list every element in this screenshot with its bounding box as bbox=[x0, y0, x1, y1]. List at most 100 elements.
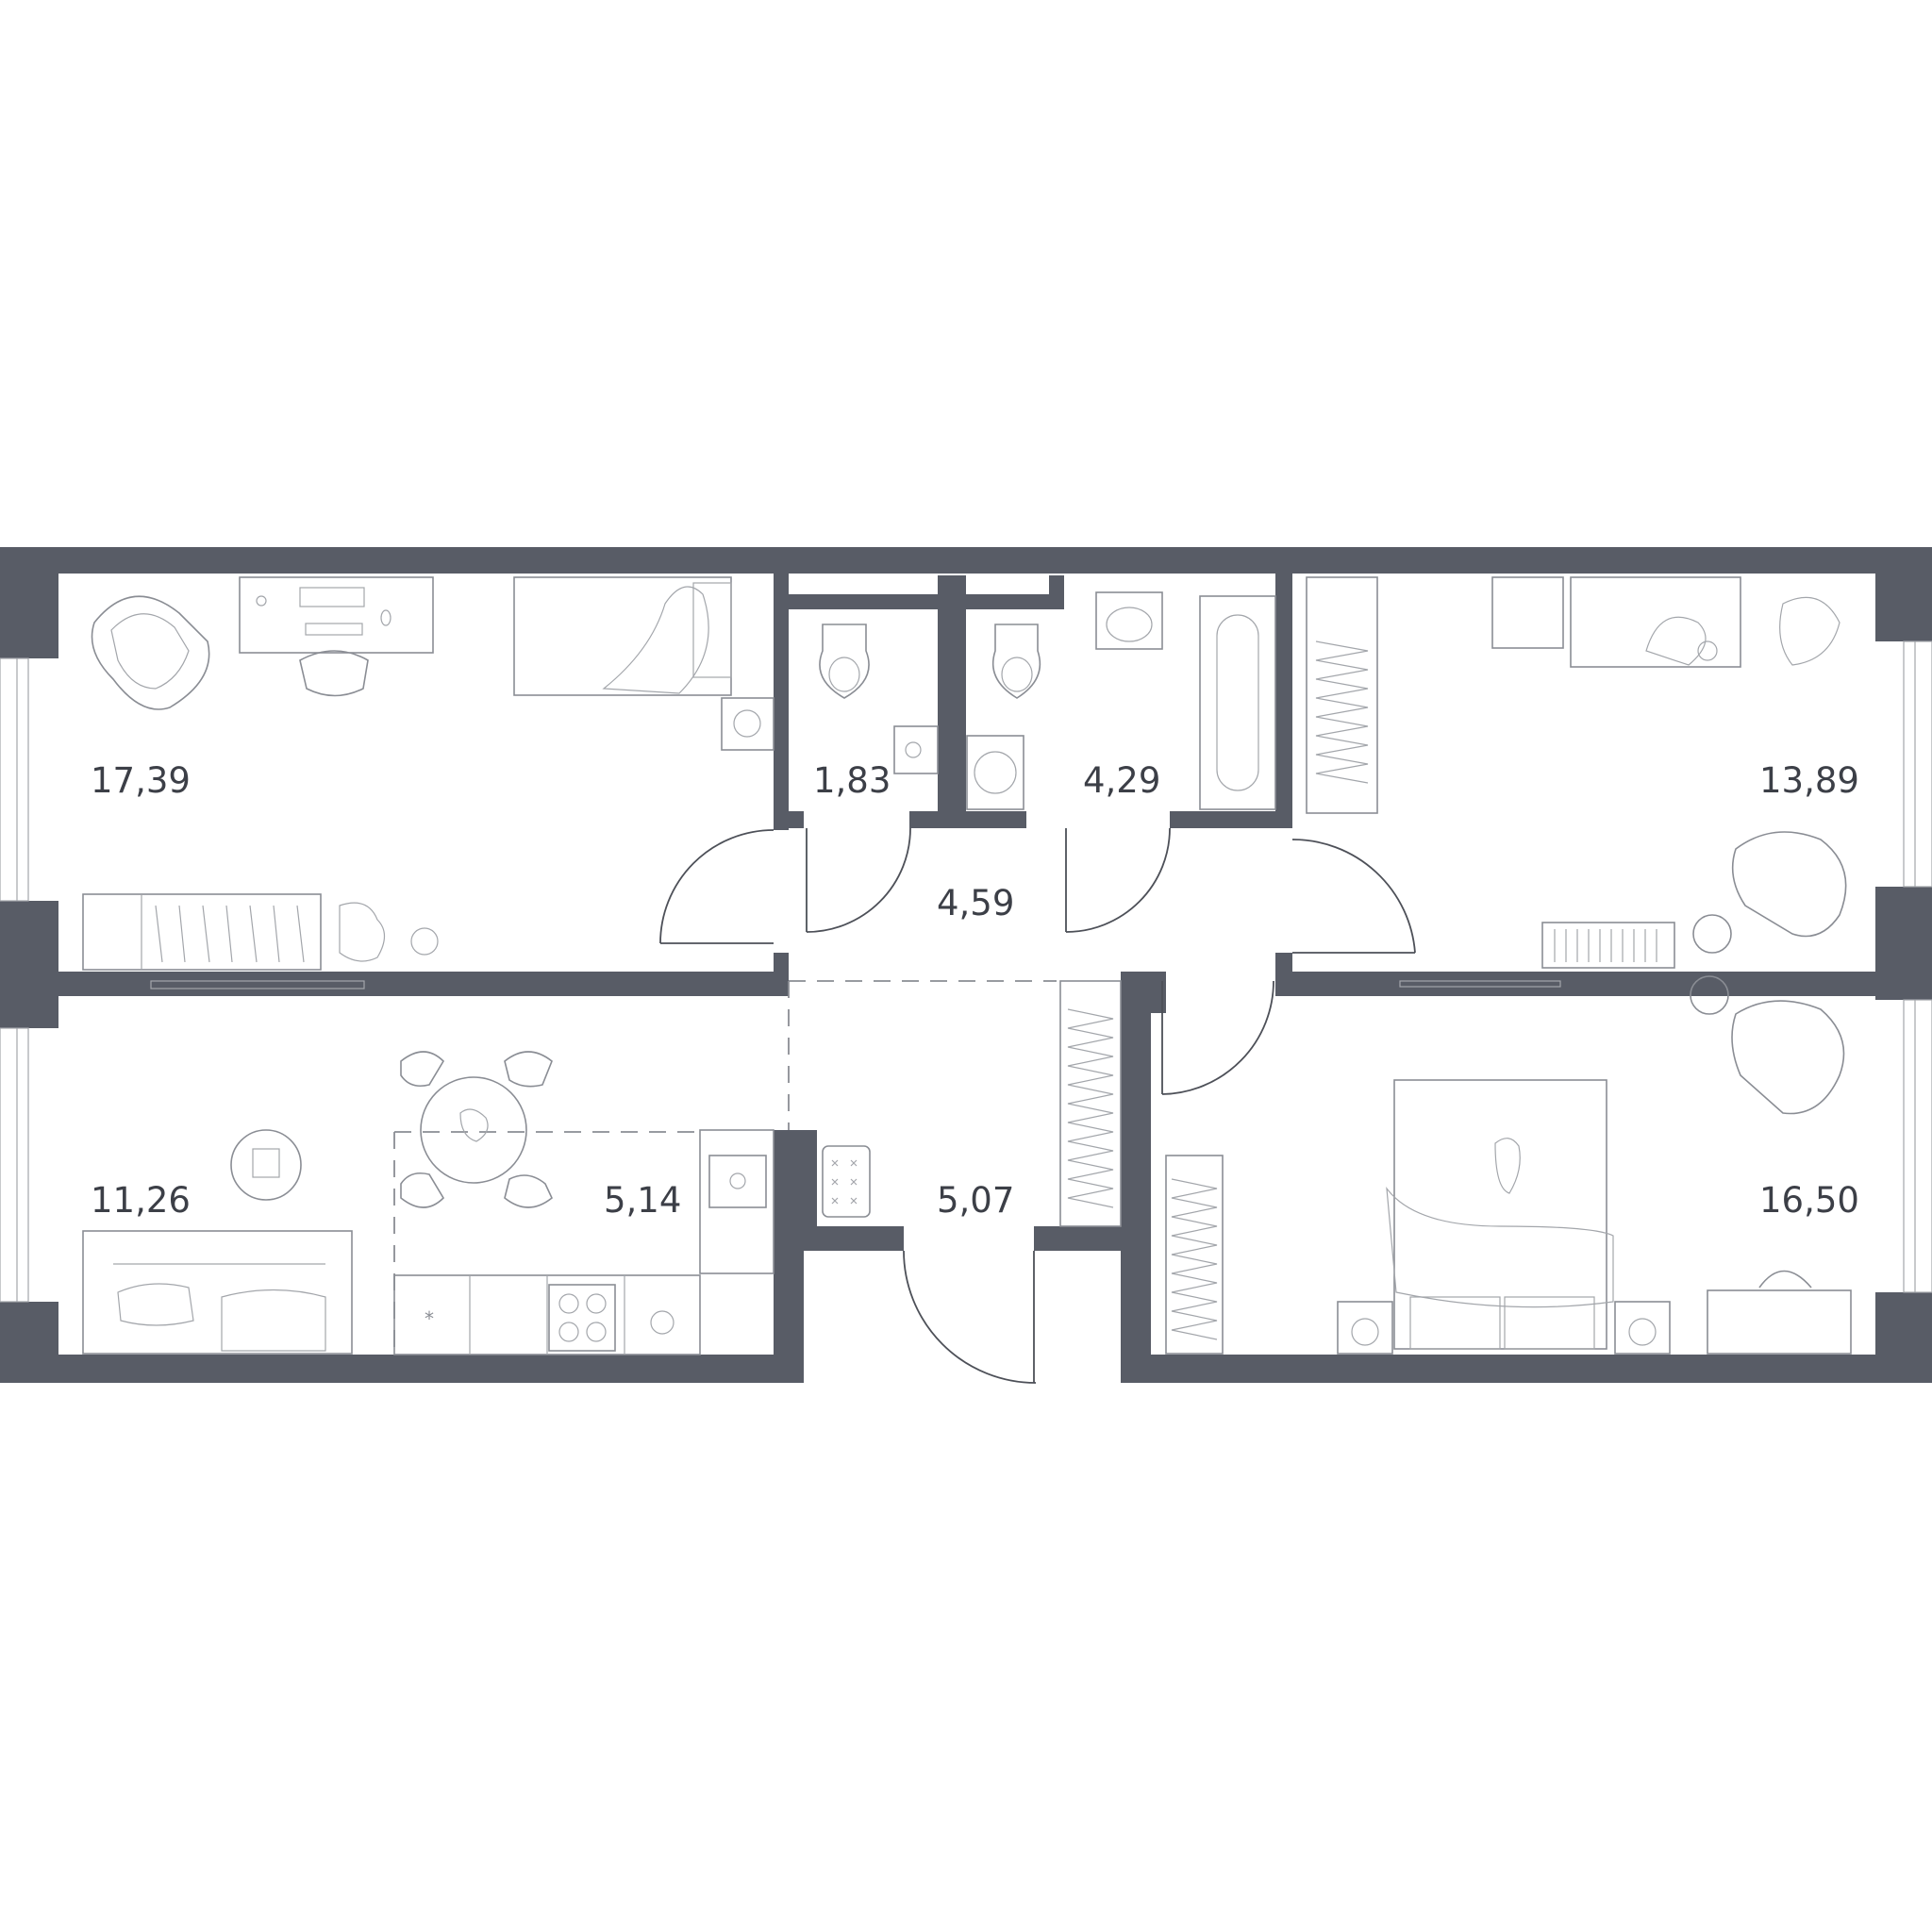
area-bedroom-bottom-right: 16,50 bbox=[1759, 1180, 1859, 1221]
chair-icon bbox=[400, 1051, 445, 1088]
chair-icon bbox=[504, 1174, 553, 1208]
living-furniture bbox=[82, 980, 365, 1355]
wall-utility-left bbox=[789, 1130, 817, 1228]
side-table-icon bbox=[1491, 576, 1564, 649]
tv-icon bbox=[150, 980, 365, 989]
window-left-1 bbox=[0, 657, 29, 902]
kitchen-sink-icon bbox=[708, 1155, 767, 1208]
wall-top bbox=[0, 547, 1932, 574]
wall-entrance-right bbox=[1121, 1226, 1151, 1383]
wardrobe-icon bbox=[82, 893, 322, 971]
fridge-column-icon bbox=[699, 1129, 774, 1274]
keyboard-icon bbox=[305, 623, 363, 636]
wall-tv-icon bbox=[1399, 980, 1561, 988]
area-bedroom-top-right: 13,89 bbox=[1759, 760, 1859, 801]
nightstand-icon bbox=[1337, 1301, 1393, 1355]
bedroom3-furniture bbox=[1165, 975, 1852, 1355]
pillow-icon bbox=[1504, 1296, 1595, 1350]
wall-wc-right bbox=[938, 575, 953, 819]
wc-sink-icon bbox=[893, 725, 939, 774]
chair-icon bbox=[400, 1172, 445, 1208]
desk-chair-icon bbox=[1758, 1270, 1812, 1289]
window-right-2 bbox=[1903, 999, 1932, 1293]
wall-bedroom1-right bbox=[774, 547, 789, 830]
desk-icon bbox=[1707, 1289, 1852, 1355]
wall-bedroom1-right-low bbox=[774, 953, 789, 996]
nightstand-icon bbox=[1614, 1301, 1671, 1355]
walls bbox=[0, 547, 1932, 1383]
shoe-rack-icon bbox=[822, 1145, 871, 1218]
wardrobe-icon bbox=[1165, 1155, 1224, 1355]
desk-icon bbox=[239, 576, 434, 654]
bed-icon bbox=[1570, 576, 1741, 668]
wall-wc-bottom bbox=[909, 811, 1026, 828]
wall-mid-right bbox=[1275, 972, 1932, 996]
window-left-2 bbox=[0, 1027, 29, 1303]
wall-left-1 bbox=[0, 547, 58, 658]
monitor-icon bbox=[299, 587, 365, 607]
area-living-room: 11,26 bbox=[91, 1180, 191, 1221]
bedroom2-furniture bbox=[1306, 576, 1847, 969]
wall-bath-right bbox=[1275, 547, 1292, 828]
wall-left-2 bbox=[0, 901, 58, 1028]
stool-icon bbox=[1692, 914, 1732, 954]
area-kitchen: 5,14 bbox=[604, 1180, 681, 1221]
door-wc bbox=[806, 827, 911, 933]
wall-bath-top-left bbox=[966, 594, 1064, 609]
stove-icon bbox=[548, 1284, 616, 1352]
area-hall-entrance: 5,07 bbox=[937, 1180, 1014, 1221]
door-bedroom1 bbox=[659, 829, 774, 944]
bathroom-sink-icon bbox=[1095, 591, 1163, 650]
wall-entrance-top-right bbox=[1034, 1226, 1151, 1251]
pillow-icon bbox=[1409, 1296, 1501, 1350]
stool-icon bbox=[1690, 975, 1729, 1015]
window-right-1 bbox=[1903, 640, 1932, 888]
wall-right-1 bbox=[1875, 547, 1932, 641]
washing-machine-icon bbox=[966, 735, 1024, 810]
centerpiece-icon bbox=[459, 1108, 489, 1142]
bookshelf-icon bbox=[1541, 922, 1675, 969]
door-bedroom2 bbox=[1291, 839, 1416, 954]
kitchen-furniture: * bbox=[393, 1051, 774, 1355]
snowflake-icon: * bbox=[425, 1307, 434, 1330]
cat-icon bbox=[1494, 1138, 1521, 1194]
mouse-icon bbox=[380, 609, 391, 626]
toilet-icon bbox=[991, 624, 1041, 699]
door-bath bbox=[1065, 827, 1171, 933]
door-entrance bbox=[903, 1250, 1037, 1384]
dining-table-icon bbox=[420, 1076, 527, 1184]
wall-bath-left bbox=[953, 575, 966, 819]
door-bedroom3 bbox=[1161, 980, 1274, 1095]
bathroom-furniture bbox=[966, 591, 1276, 810]
wc-furniture bbox=[819, 624, 939, 774]
coffee-table-icon bbox=[230, 1129, 302, 1201]
wall-bath-step bbox=[1049, 575, 1064, 609]
plant-icon bbox=[1779, 596, 1840, 666]
area-wc: 1,83 bbox=[813, 760, 891, 801]
room-labels: 17,39 1,83 4,29 13,89 4,59 11,26 5,14 5,… bbox=[91, 760, 1859, 1221]
wardrobe-icon bbox=[1306, 576, 1378, 814]
armchair-icon bbox=[1731, 831, 1847, 938]
chair-icon bbox=[504, 1051, 553, 1088]
wall-wc-bottom-stub bbox=[789, 811, 804, 828]
area-bedroom-top-left: 17,39 bbox=[91, 760, 191, 801]
wall-utility-top bbox=[774, 1130, 817, 1145]
wall-wc-top bbox=[774, 594, 953, 609]
bedroom1-furniture bbox=[82, 576, 774, 971]
faucet-icon bbox=[650, 1310, 675, 1335]
hall-wardrobe-icon bbox=[1059, 980, 1122, 1227]
nightstand-icon bbox=[721, 697, 774, 751]
armchair-icon bbox=[1731, 1000, 1845, 1115]
ball-icon bbox=[410, 927, 439, 956]
toilet-icon bbox=[819, 624, 870, 699]
bathtub-icon bbox=[1199, 595, 1276, 810]
armchair-icon bbox=[91, 595, 210, 710]
wall-bath-bottom bbox=[1170, 811, 1289, 828]
wall-entrance-top-left bbox=[804, 1226, 904, 1251]
wall-hall-right bbox=[1121, 972, 1151, 1226]
hall-furniture bbox=[822, 980, 1122, 1227]
area-bathroom: 4,29 bbox=[1083, 760, 1160, 801]
wall-hall-right-top bbox=[1151, 972, 1166, 1013]
